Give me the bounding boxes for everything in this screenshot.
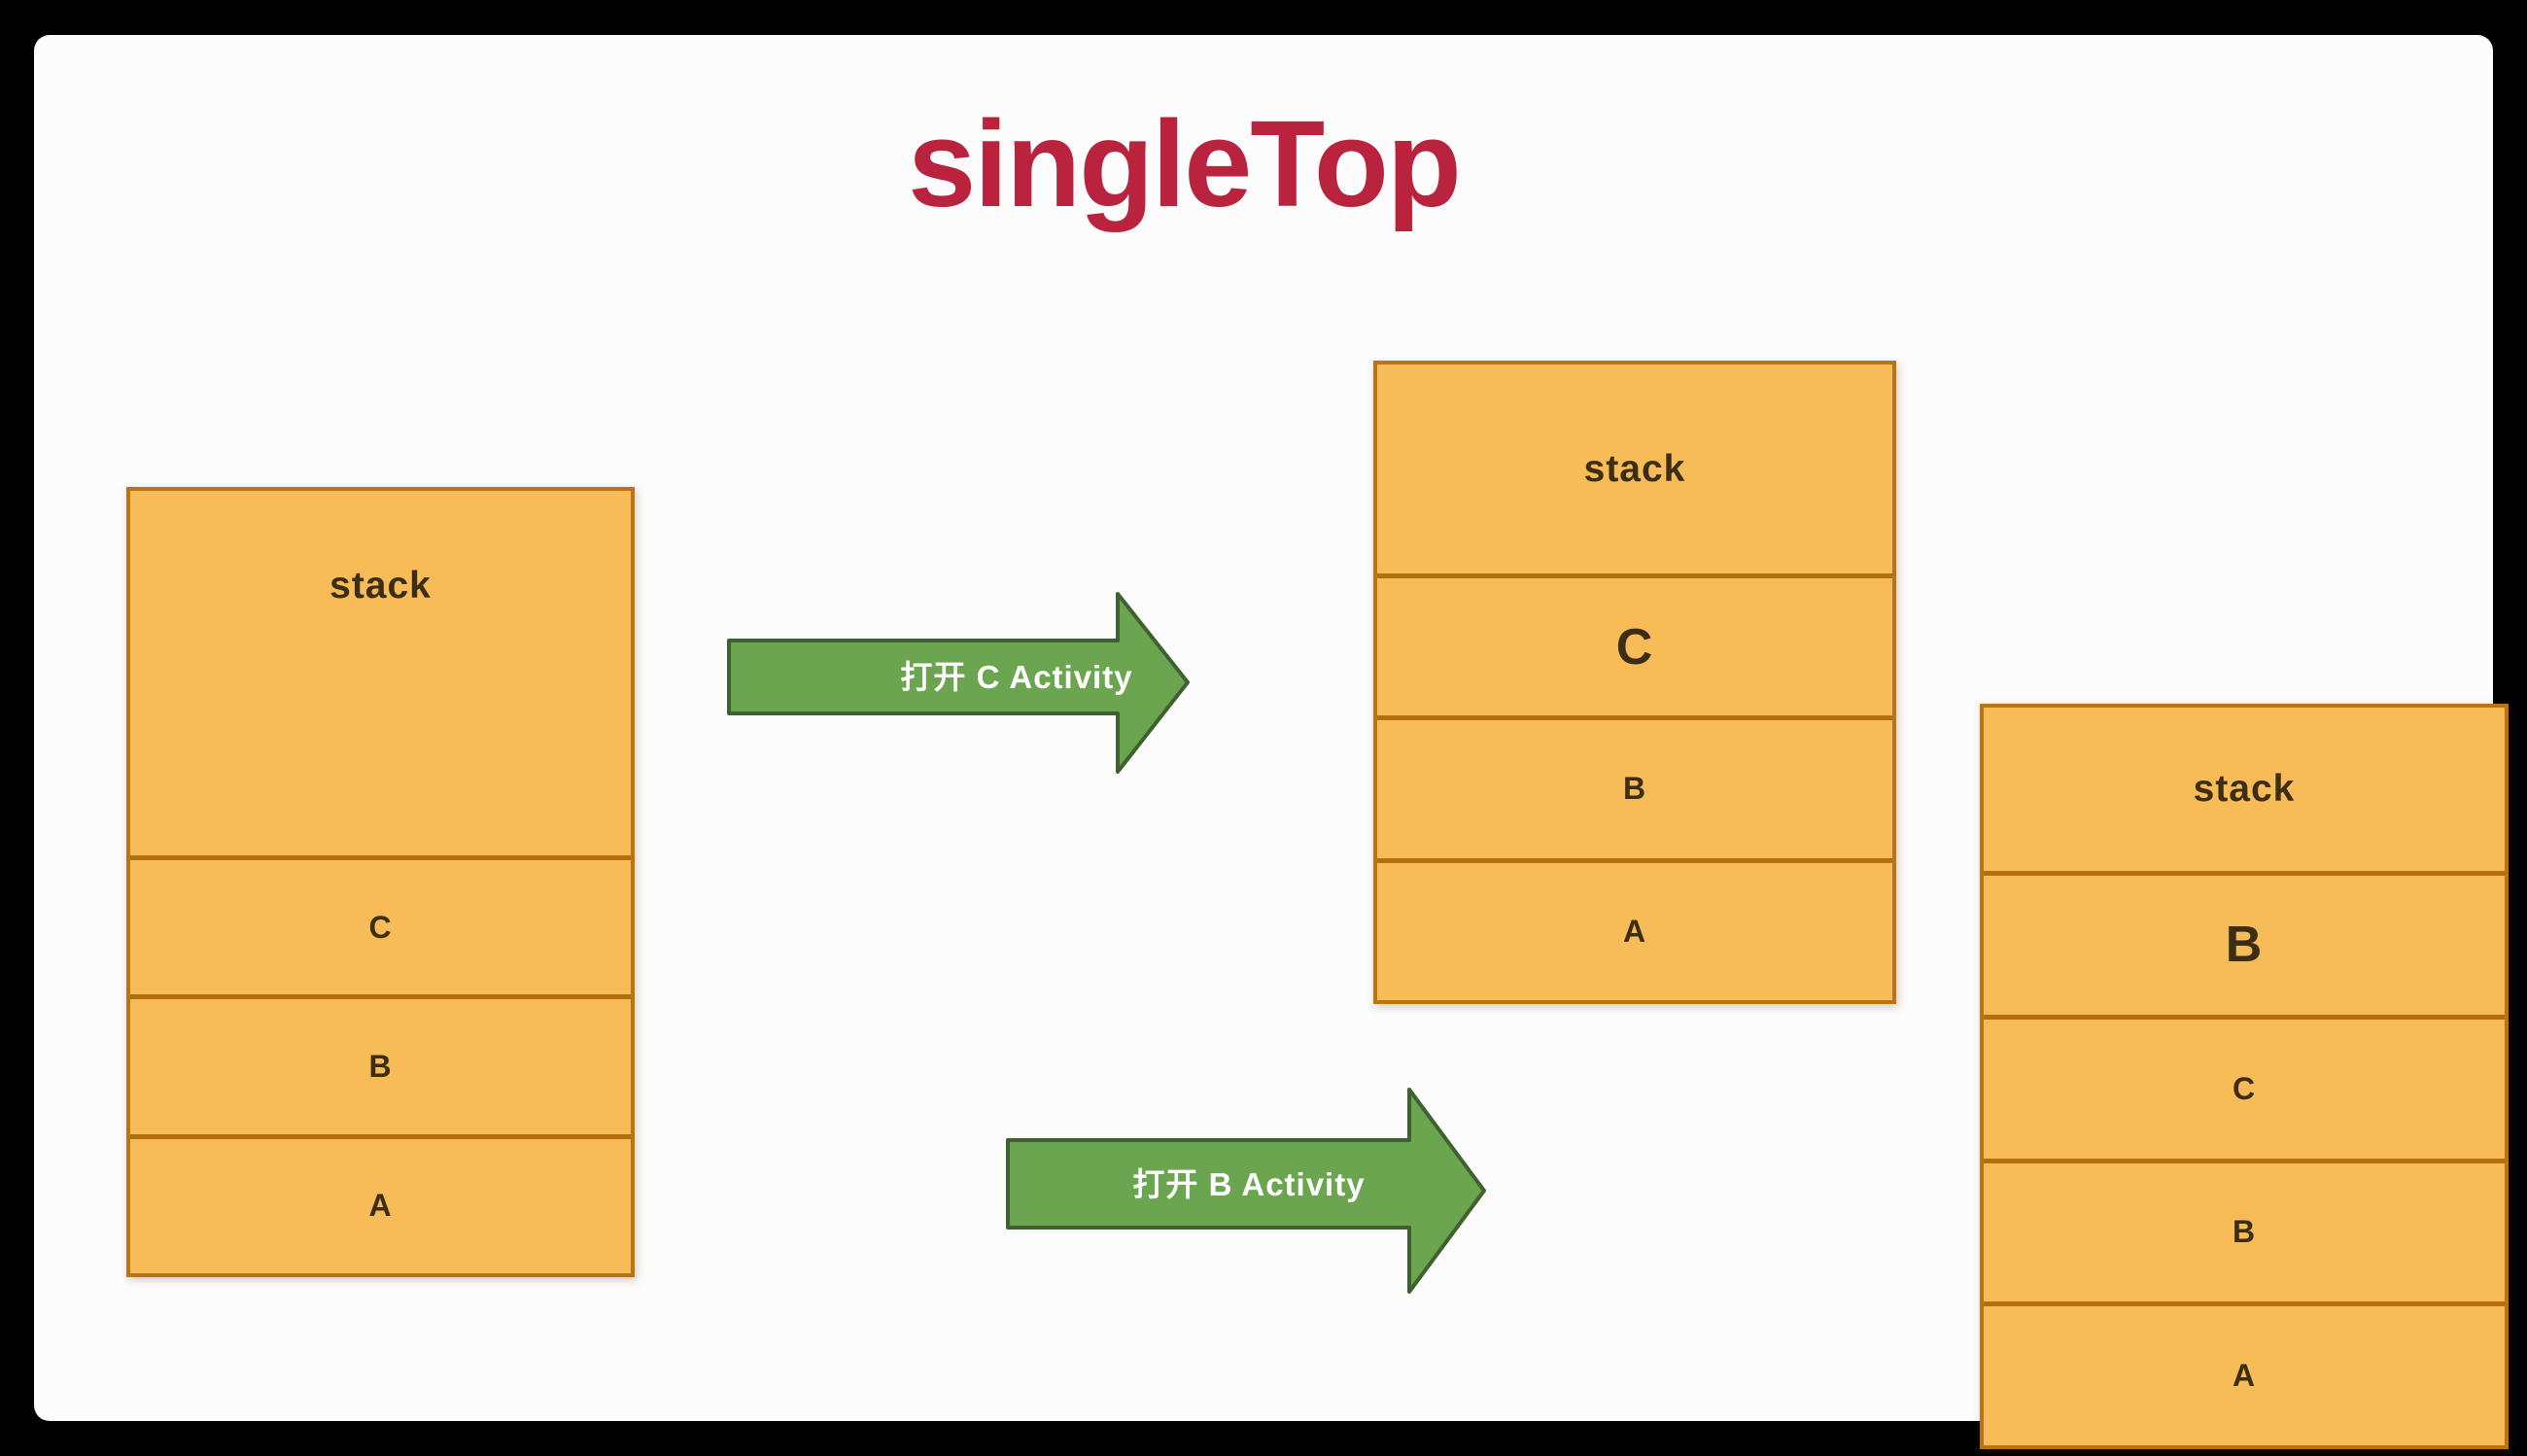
activity-label: C	[1615, 618, 1654, 676]
page-title: singleTop	[908, 95, 1462, 232]
stack-cell: A	[1377, 857, 1892, 1000]
stack-after-open-c-header: stack	[1377, 364, 1892, 573]
arrow-label: 打开 C Activity	[900, 659, 1132, 695]
activity-label: A	[2232, 1358, 2257, 1394]
stack-cell-top: B	[1984, 871, 2505, 1015]
stack-cell-top: C	[1377, 573, 1892, 715]
stack-after-open-b: stack B C B A	[1980, 704, 2509, 1449]
arrow-shape	[727, 592, 1190, 774]
stack-after-open-b-header: stack	[1984, 708, 2505, 871]
diagram-canvas: singleTop stack C B A 打开 C Activity stac…	[34, 35, 2509, 1449]
activity-label: A	[368, 1188, 393, 1224]
stack-cell: C	[130, 855, 631, 994]
open-c-arrow-icon: 打开 C Activity	[727, 592, 1190, 774]
activity-label: B	[1622, 771, 1647, 807]
activity-label: A	[1622, 913, 1647, 949]
activity-label: C	[2232, 1070, 2257, 1106]
activity-label: B	[368, 1048, 393, 1084]
stack-after-open-c: stack C B A	[1373, 361, 1896, 1004]
stack-cell: B	[130, 994, 631, 1133]
arrow-label: 打开 B Activity	[1132, 1166, 1365, 1202]
open-b-arrow-icon: 打开 B Activity	[1006, 1088, 1486, 1294]
stack-cell: A	[1984, 1301, 2505, 1445]
stack-cell: B	[1984, 1158, 2505, 1302]
stack-cell: B	[1377, 715, 1892, 857]
stack-cell: C	[1984, 1014, 2505, 1159]
stack-cell: A	[130, 1133, 631, 1273]
stack-label: stack	[1583, 447, 1686, 490]
stack-before: stack C B A	[126, 487, 635, 1277]
activity-label: B	[2225, 917, 2264, 974]
activity-label: C	[368, 909, 393, 945]
arrow-shape	[1006, 1088, 1486, 1294]
activity-label: B	[2232, 1214, 2257, 1250]
stack-label: stack	[329, 565, 432, 607]
stack-before-header: stack	[130, 491, 631, 855]
stack-label: stack	[2193, 768, 2296, 810]
